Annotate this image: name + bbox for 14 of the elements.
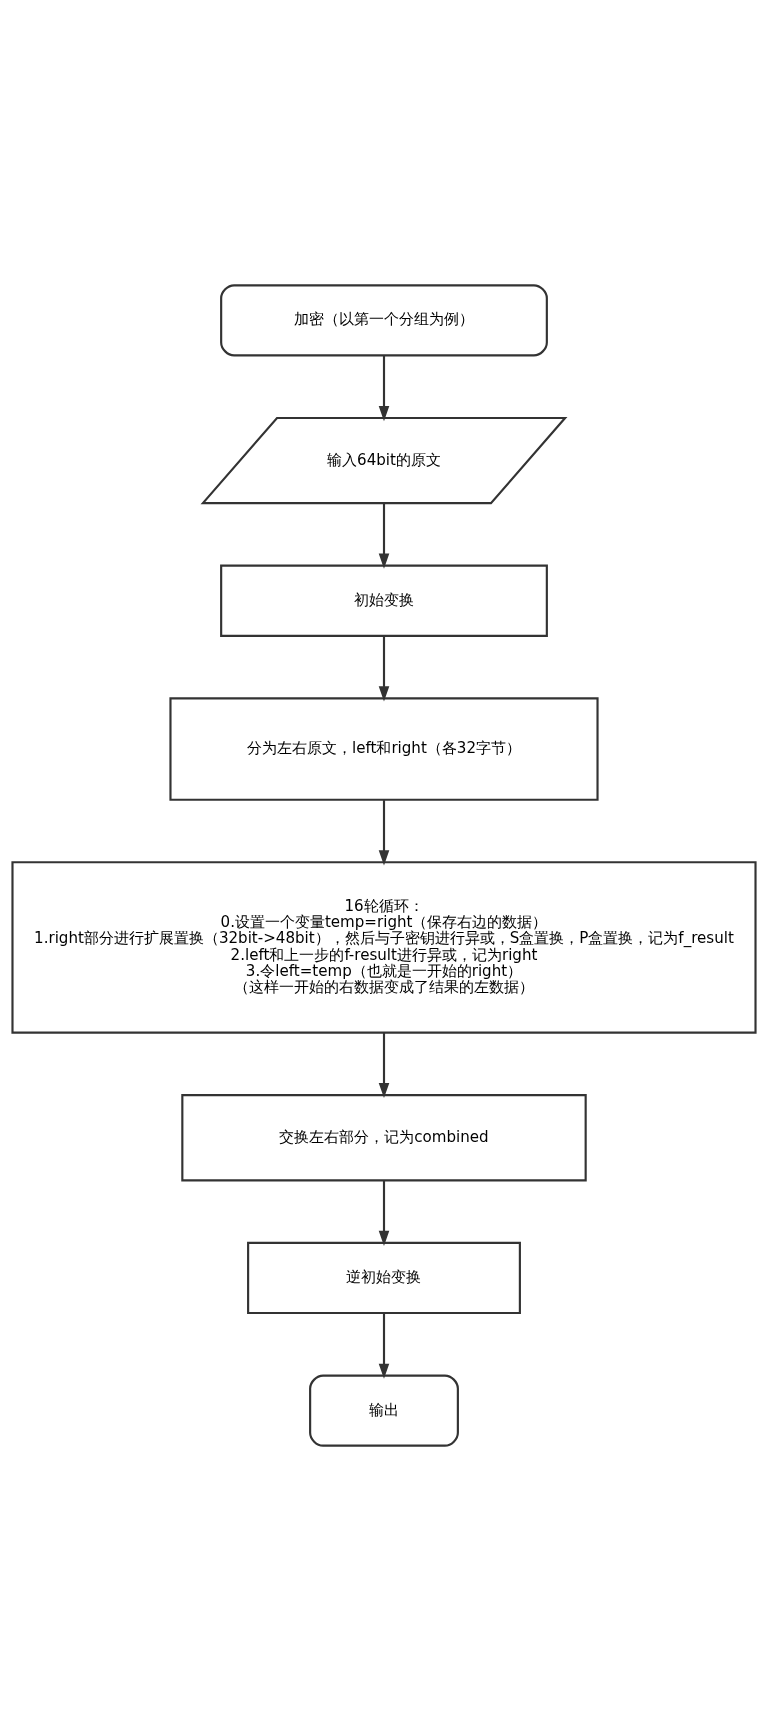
arrow xyxy=(378,1180,390,1246)
node-box: 输出 xyxy=(309,1374,459,1447)
node-box: 16轮循环： 0.设置一个变量temp=right（保存右边的数据） 1.right部分进行扩展置换（32bit->48bit），然后与子密钥进行异或，S盒置换，P盒置换，记为f_result 2.left和上一步的f-result进行异或，记为right 3.令left=temp（也就是一开始的right） （这样一开始的右数据变成了结果的左数据） xyxy=(11,860,757,1034)
node-box: 逆初始变换 xyxy=(247,1241,521,1314)
node-box: 分为左右原文，left和right（各32字节） xyxy=(169,696,599,801)
arrow xyxy=(378,355,390,421)
arrow xyxy=(378,502,390,569)
arrow xyxy=(378,635,390,701)
arrow xyxy=(378,1312,390,1379)
arrow xyxy=(378,1032,390,1098)
node-box: 初始变换 xyxy=(220,564,548,637)
node-box: 交换左右部分，记为combined xyxy=(181,1093,587,1181)
arrow xyxy=(378,799,390,865)
node-box: 加密（以第一个分组为例） xyxy=(220,283,548,356)
